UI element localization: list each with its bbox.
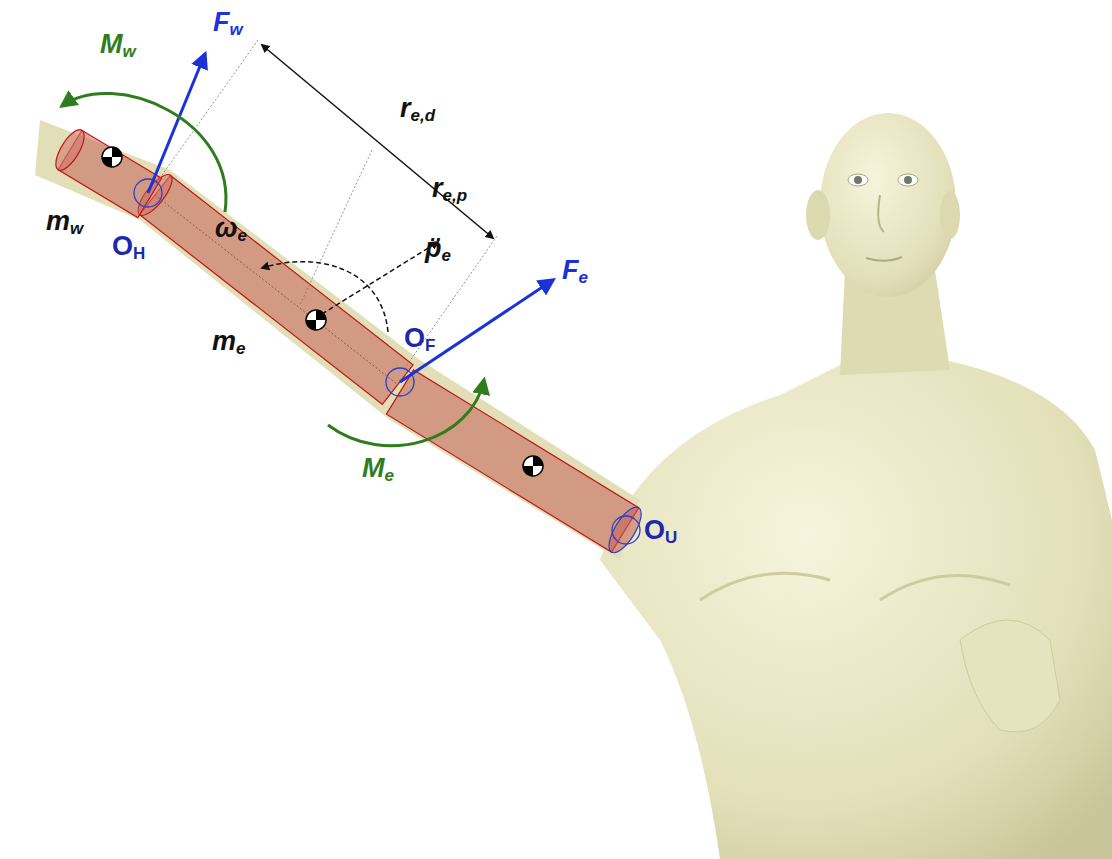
dimension-label: re,d — [400, 92, 435, 126]
mass-label: mw — [46, 205, 83, 239]
label-holder: OU — [644, 514, 677, 548]
label-holder: OH — [112, 230, 145, 264]
label-holder: me — [212, 325, 245, 359]
com-symbol — [102, 147, 122, 167]
hand-cylinder — [50, 126, 161, 218]
dimension-label: re,p — [432, 172, 467, 206]
label-holder: re,d — [400, 92, 435, 126]
acceleration-label: p̈e — [425, 232, 451, 266]
label-holder: Fw — [213, 6, 243, 40]
moment-arrow — [62, 93, 226, 212]
mass-label: me — [212, 325, 245, 359]
force-arrow — [148, 54, 205, 193]
angular-velocity-arrow — [262, 262, 388, 332]
dimension-arrow — [262, 45, 493, 238]
force-label: Fw — [213, 6, 243, 40]
label-holder: Me — [362, 452, 394, 486]
label-holder: Fe — [562, 254, 588, 288]
label-holder: OF — [404, 322, 435, 356]
joint-label: OH — [112, 230, 145, 264]
label-holder: Mw — [100, 28, 136, 62]
force-label: Fe — [562, 254, 588, 288]
joint-label: OU — [644, 514, 677, 548]
label-holder: p̈e — [425, 232, 451, 266]
upper-arm-cylinder — [386, 370, 647, 558]
acceleration-arrow — [322, 242, 438, 314]
moment-arrow — [328, 380, 484, 446]
label-holder: re,p — [432, 172, 467, 206]
extension-lines — [160, 40, 497, 368]
label-holder: mw — [46, 205, 83, 239]
velocity-label: ωe — [215, 212, 247, 246]
force-arrow — [400, 280, 553, 382]
com-symbol — [523, 456, 543, 476]
joint-label: OF — [404, 322, 435, 356]
moment-label: Me — [362, 452, 394, 486]
shoulder-joint — [612, 516, 640, 544]
human-figure — [35, 113, 1112, 859]
label-holder: ωe — [215, 212, 247, 246]
moment-label: Mw — [100, 28, 136, 62]
forearm-cylinder — [133, 170, 414, 405]
